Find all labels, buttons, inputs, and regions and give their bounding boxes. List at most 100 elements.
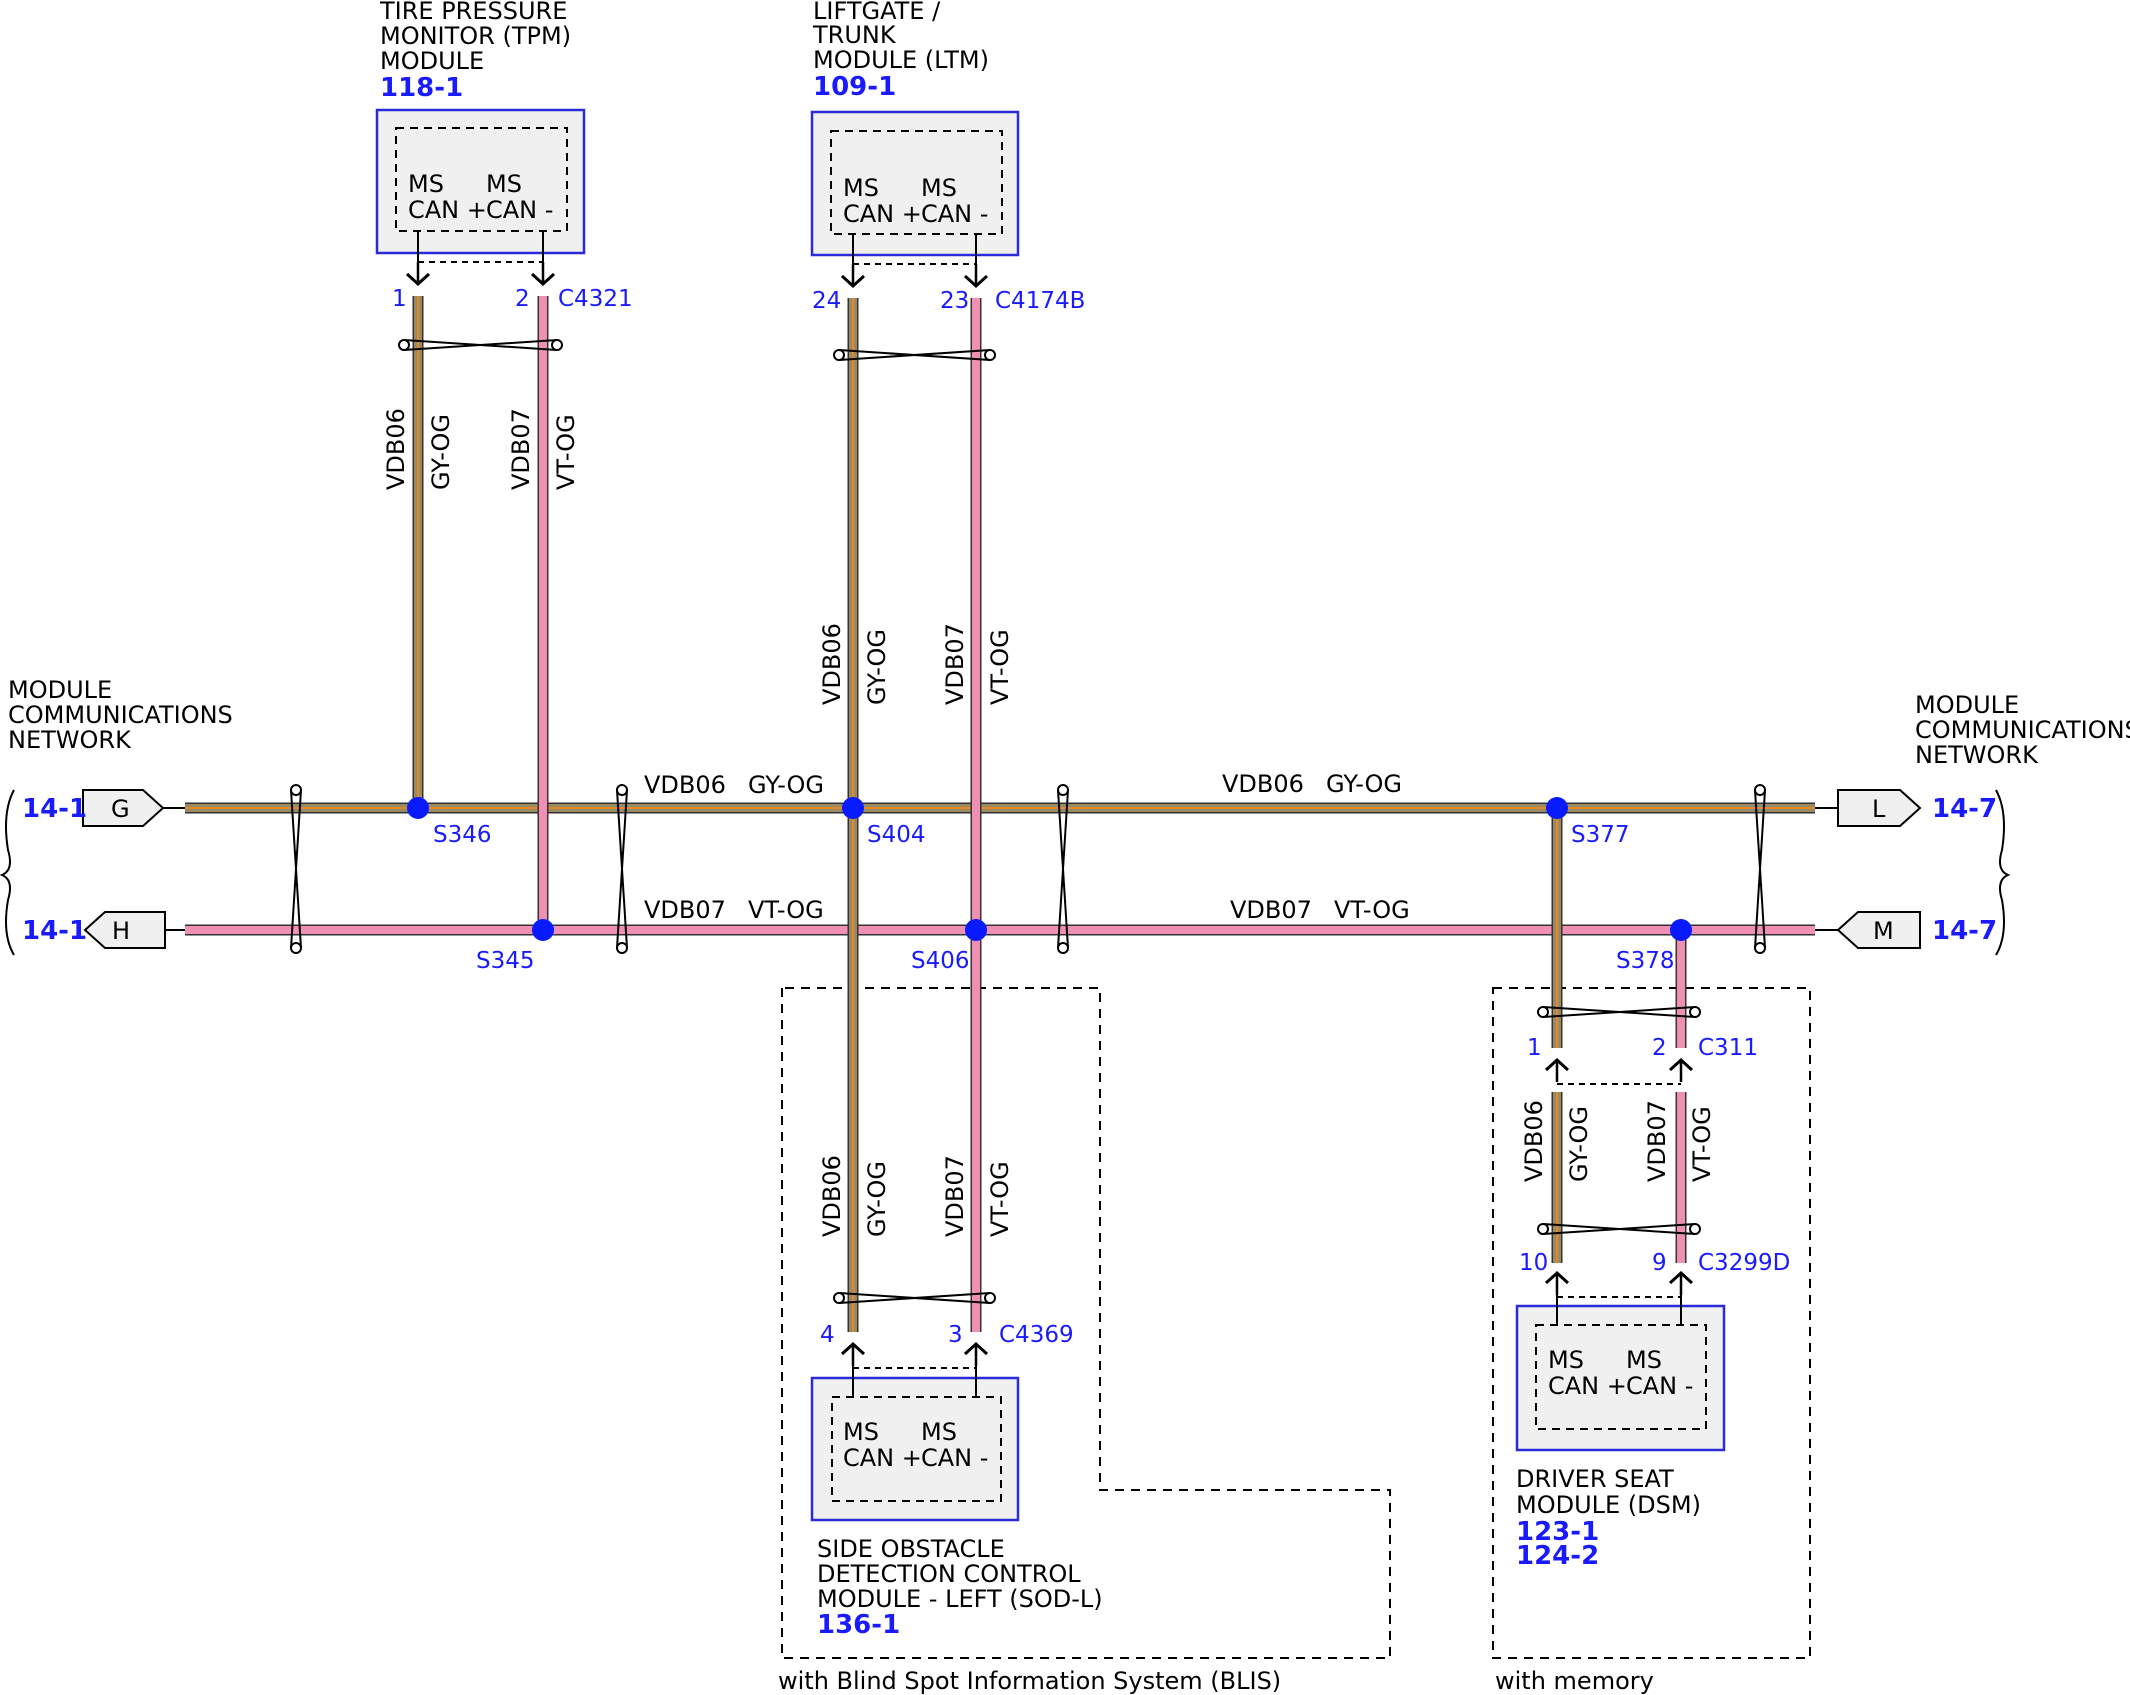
bus-twist-4 — [1754, 784, 1766, 954]
left-connector-h[interactable]: H — [83, 911, 166, 949]
ltm-pin-plus-line1: MS — [843, 174, 879, 202]
bus-twist-2 — [616, 784, 628, 954]
splice-layer — [407, 797, 1692, 941]
ltm-title-line1: LIFTGATE / — [813, 0, 941, 25]
left-network-title-line2: COMMUNICATIONS — [8, 701, 233, 729]
twist-layer — [290, 339, 1766, 1304]
tpm-pin-minus-line2: CAN - — [486, 196, 553, 224]
tpm-pin-1: 1 — [392, 286, 407, 312]
right-ref-bottom-link[interactable]: 14-7 — [1932, 916, 1997, 946]
memory-option-region — [1492, 987, 1811, 1659]
sod-lo-circuit-label: VDB07 — [941, 1155, 969, 1237]
splice-s404-dot — [842, 797, 864, 819]
sod-module[interactable]: MS CAN + MS CAN - — [810, 1376, 1020, 1522]
right-brace — [1995, 789, 2011, 956]
ltm-hi-color-label: GY-OG — [863, 629, 891, 705]
left-ref-top-link[interactable]: 14-1 — [22, 794, 87, 824]
sod-hi-circuit-label: VDB06 — [818, 1155, 846, 1237]
left-connector-g-label: G — [111, 795, 130, 823]
bus-twist-3 — [1057, 784, 1069, 954]
splice-s346-dot — [407, 797, 429, 819]
splice-s378-dot — [1670, 919, 1692, 941]
splice-s345-label: S345 — [476, 948, 535, 974]
tpm-pin2-arrow — [530, 262, 556, 287]
ltm-pin-plus-line2: CAN + — [843, 200, 922, 228]
ltm-ref-link[interactable]: 109-1 — [813, 72, 896, 102]
sod-ref-link[interactable]: 136-1 — [817, 1610, 900, 1640]
tpm-twist — [398, 339, 563, 351]
dsm-twist-upper — [1537, 1006, 1701, 1018]
right-connector-m[interactable]: M — [1836, 911, 1921, 949]
splice-s345-dot — [532, 919, 554, 941]
dsm-lo-circuit-label: VDB07 — [1643, 1100, 1671, 1182]
tpm-hi-color-label: GY-OG — [427, 414, 455, 490]
dsm-pin-plus-line1: MS — [1548, 1346, 1584, 1374]
splice-s406-dot — [965, 919, 987, 941]
tpm-title-line2: MONITOR (TPM) — [380, 22, 571, 50]
tpm-title-line1: TIRE PRESSURE — [379, 0, 567, 25]
sod-pin-minus-line1: MS — [921, 1418, 957, 1446]
memory-option-caption: with memory — [1495, 1667, 1654, 1695]
ltm-pin-23: 23 — [940, 288, 969, 314]
tpm-pin-minus-line1: MS — [486, 170, 522, 198]
right-connector-m-label: M — [1873, 917, 1894, 945]
dsm-ref-link-1[interactable]: 123-1 — [1516, 1517, 1599, 1547]
bus-lo-circuit-label-2: VDB07 — [1230, 896, 1312, 924]
ltm-lo-color-label: VT-OG — [986, 629, 1014, 705]
tpm-pin1-arrow — [405, 262, 431, 287]
c311-pin2-arrow — [1668, 1057, 1694, 1082]
tpm-hi-circuit-label: VDB06 — [382, 408, 410, 490]
tpm-lo-color-label: VT-OG — [552, 414, 580, 490]
tpm-lo-circuit-label: VDB07 — [507, 408, 535, 490]
bus-hi-color-label-2: GY-OG — [1326, 770, 1402, 798]
right-connector-l[interactable]: L — [1837, 789, 1922, 827]
dsm-connector-label: C3299D — [1698, 1250, 1790, 1276]
sod-pin-plus-line1: MS — [843, 1418, 879, 1446]
right-network-title-line1: MODULE — [1915, 691, 2019, 719]
splice-s346-label: S346 — [433, 822, 492, 848]
pin-layer — [405, 231, 1694, 1397]
sod-title-line1: SIDE OBSTACLE — [817, 1535, 1005, 1563]
ltm-connector-label: C4174B — [995, 288, 1085, 314]
splice-s404-label: S404 — [867, 822, 926, 848]
dsm-pin9-arrow — [1668, 1270, 1694, 1295]
tpm-pin-2: 2 — [515, 286, 530, 312]
right-network-title-line3: NETWORK — [1915, 741, 2039, 769]
right-connector-l-label: L — [1872, 795, 1886, 823]
sod-title-line2: DETECTION CONTROL — [817, 1560, 1081, 1588]
tpm-connector-label: C4321 — [558, 286, 633, 312]
ltm-pin-24: 24 — [812, 288, 841, 314]
tpm-module[interactable]: MS CAN + MS CAN - — [375, 108, 586, 255]
left-network-title-line3: NETWORK — [8, 726, 132, 754]
splice-s377-dot — [1546, 797, 1568, 819]
dsm-twist-lower — [1537, 1223, 1701, 1235]
tpm-ref-link[interactable]: 118-1 — [380, 73, 463, 103]
ltm-pin-minus-line1: MS — [921, 174, 957, 202]
dsm-pin-minus-line1: MS — [1626, 1346, 1662, 1374]
c311-pin1-arrow — [1544, 1057, 1570, 1082]
dsm-ref-link-2[interactable]: 124-2 — [1516, 1541, 1599, 1571]
bus-lo-color-label-2: VT-OG — [1334, 896, 1410, 924]
dsm-hi-color-label: GY-OG — [1565, 1106, 1593, 1182]
left-connector-g[interactable]: G — [82, 789, 165, 827]
c311-pin-2: 2 — [1652, 1035, 1667, 1061]
right-ref-top-link[interactable]: 14-7 — [1932, 794, 1997, 824]
tpm-pin-plus-line2: CAN + — [408, 196, 487, 224]
dsm-module[interactable]: MS CAN + MS CAN - — [1515, 1304, 1726, 1452]
ltm-title-line2: TRUNK — [812, 21, 897, 49]
sod-title-line3: MODULE - LEFT (SOD-L) — [817, 1585, 1103, 1613]
ltm-hi-circuit-label: VDB06 — [818, 623, 846, 705]
left-network-title-line1: MODULE — [8, 676, 112, 704]
splice-s406-label: S406 — [911, 948, 970, 974]
left-ref-bottom-link[interactable]: 14-1 — [22, 916, 87, 946]
sod-hi-color-label: GY-OG — [863, 1161, 891, 1237]
bus-hi-circuit-label-1: VDB06 — [644, 771, 726, 799]
ltm-module[interactable]: MS CAN + MS CAN - — [810, 110, 1020, 257]
sod-pin-minus-line2: CAN - — [921, 1444, 988, 1472]
left-brace — [0, 789, 15, 956]
dsm-pin-9: 9 — [1652, 1250, 1667, 1276]
bus-hi-color-label-1: GY-OG — [748, 771, 824, 799]
tpm-pin-plus-line1: MS — [408, 170, 444, 198]
dsm-hi-circuit-label: VDB06 — [1520, 1100, 1548, 1182]
